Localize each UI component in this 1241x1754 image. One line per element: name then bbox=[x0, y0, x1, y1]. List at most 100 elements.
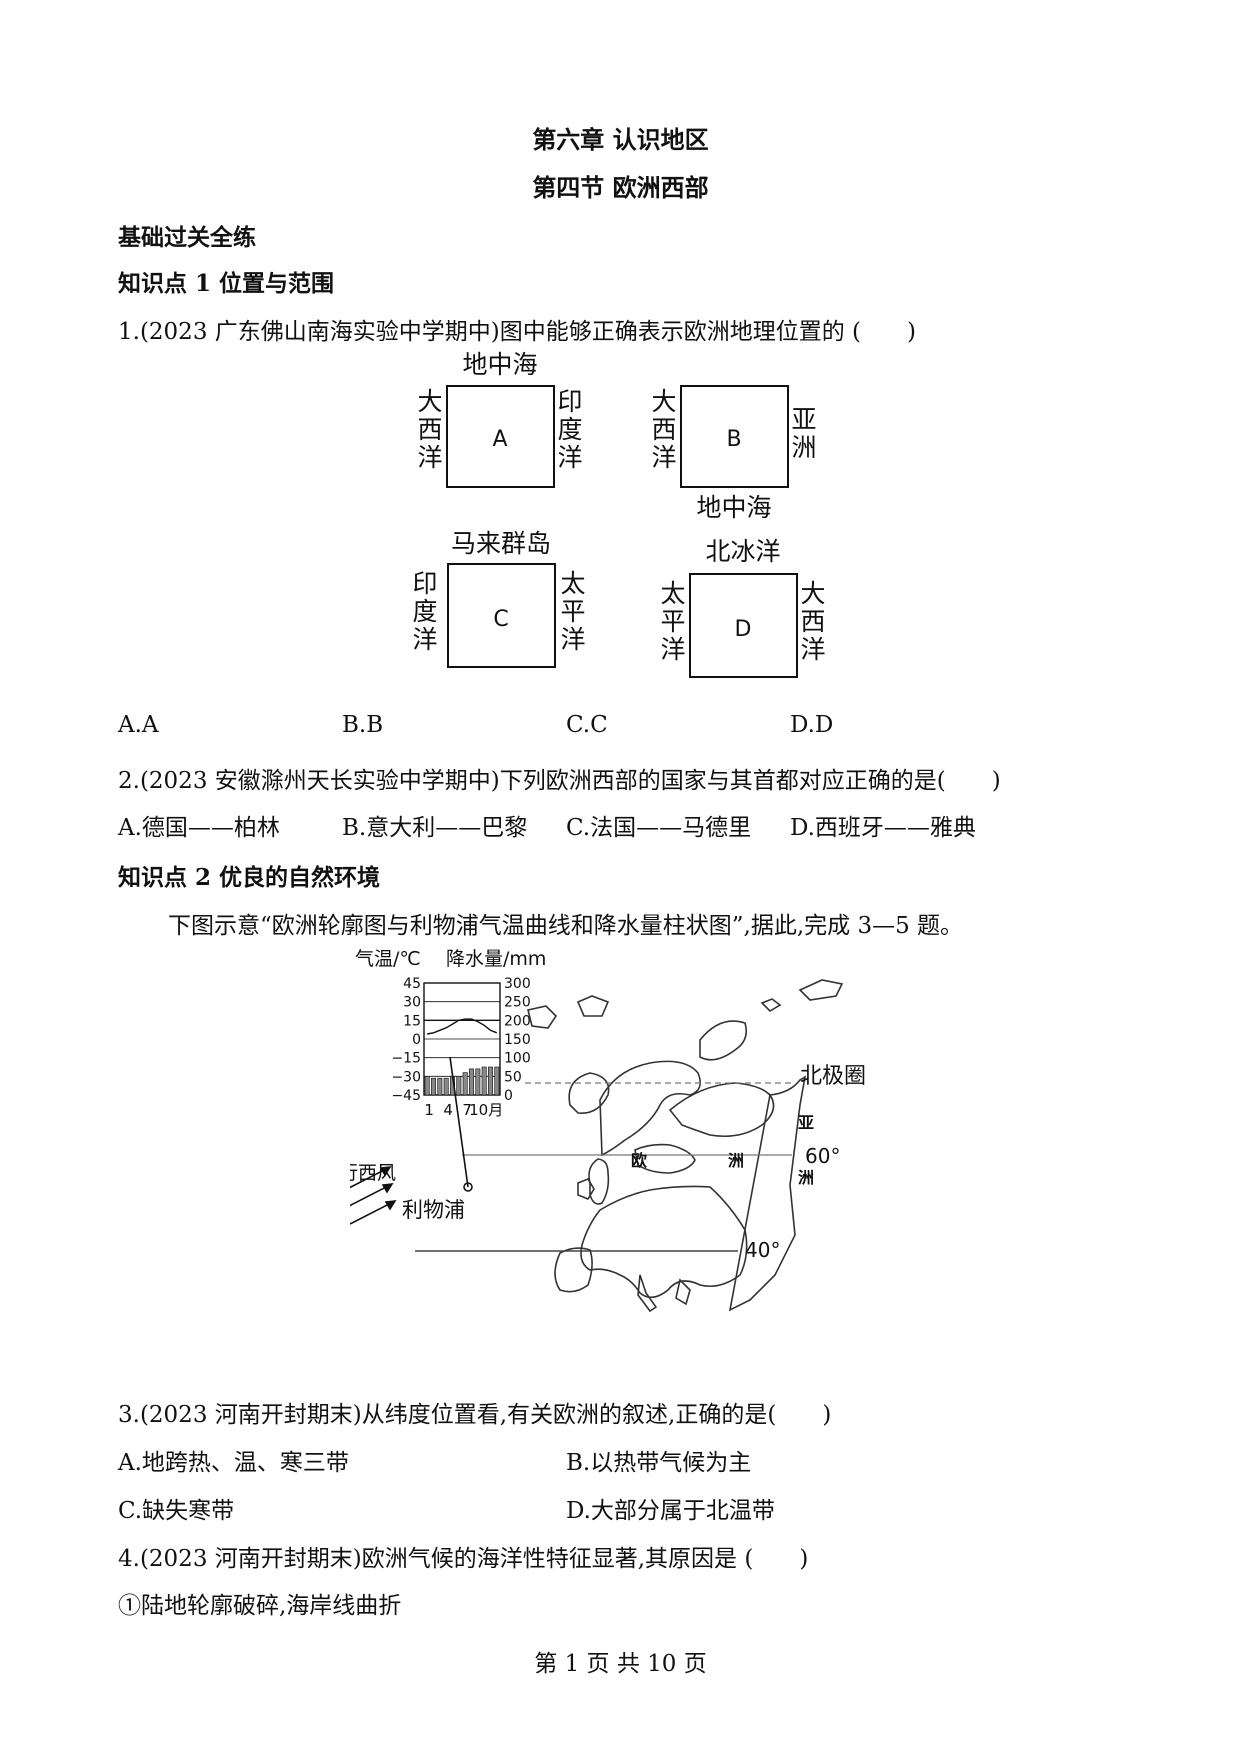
q1-option-a[interactable]: A.A bbox=[118, 712, 159, 738]
precip-tick-label: 200 bbox=[504, 1013, 531, 1029]
arctic-circle-label: 北极圈 bbox=[800, 1064, 866, 1089]
q4-item-1: ①陆地轮廓破碎,海岸线曲折 bbox=[118, 1593, 402, 1619]
europe-label-1: 欧 bbox=[631, 1151, 647, 1170]
box-a-letter: A bbox=[492, 427, 507, 452]
box-d-letter: D bbox=[735, 617, 752, 642]
q3-option-a[interactable]: A.地跨热、温、寒三带 bbox=[118, 1450, 349, 1476]
box-a bbox=[446, 385, 555, 488]
question-1-close: ) bbox=[907, 319, 917, 345]
section-heading: 基础过关全练 bbox=[118, 224, 256, 251]
question-4-close: ) bbox=[799, 1546, 809, 1572]
question-3-stem: 3.(2023 河南开封期末)从纬度位置看,有关欧洲的叙述,正确的是() bbox=[118, 1395, 831, 1429]
precip-bar bbox=[437, 1077, 443, 1096]
precip-bar bbox=[488, 1066, 493, 1096]
box-b-left: 大西洋 bbox=[651, 387, 676, 472]
box-a-top: 地中海 bbox=[462, 350, 537, 379]
knowledge-point-2: 知识点 2 优良的自然环境 bbox=[118, 864, 381, 891]
box-b bbox=[680, 385, 789, 488]
westerlies-arrows bbox=[350, 1166, 397, 1225]
europe-outline bbox=[527, 979, 844, 1313]
precip-bar bbox=[456, 1076, 462, 1096]
novaya-islands bbox=[798, 979, 844, 1001]
iceland bbox=[568, 1072, 610, 1114]
temp-tick-label: −15 bbox=[391, 1051, 421, 1067]
month-tick-label: 4 bbox=[443, 1101, 453, 1119]
precip-bar bbox=[443, 1077, 449, 1096]
lat-60-label: 60° bbox=[805, 1144, 840, 1168]
greece bbox=[675, 1278, 691, 1306]
question-4-text: 4.(2023 河南开封期末)欧洲气候的海洋性特征显著,其原因是 ( bbox=[118, 1546, 754, 1572]
lat-40-label: 40° bbox=[745, 1238, 780, 1262]
precip-tick-label: 50 bbox=[504, 1069, 522, 1085]
precip-tick-label: 300 bbox=[504, 976, 531, 992]
temp-tick-label: 30 bbox=[403, 995, 421, 1011]
novaya-zemlya bbox=[699, 1020, 748, 1061]
q1-option-b[interactable]: B.B bbox=[342, 712, 384, 738]
precip-tick-label: 100 bbox=[504, 1051, 531, 1067]
box-c-top: 马来群岛 bbox=[451, 529, 551, 558]
question-3-close: ) bbox=[822, 1402, 832, 1428]
box-a-left: 大西洋 bbox=[417, 387, 442, 472]
precip-axis-label: 降水量/mm bbox=[446, 948, 546, 970]
island bbox=[760, 998, 782, 1013]
scandinavia bbox=[599, 1060, 701, 1157]
box-d-right: 大西洋 bbox=[800, 579, 825, 664]
mainland bbox=[580, 1185, 748, 1299]
iberia bbox=[554, 1247, 593, 1293]
asia-label-2: 洲 bbox=[798, 1168, 814, 1187]
britain bbox=[588, 1158, 610, 1205]
asia-label-1: 亚 bbox=[798, 1113, 814, 1132]
liverpool-marker bbox=[463, 1182, 473, 1192]
month-tick-label: 10月 bbox=[469, 1101, 503, 1119]
precip-bar bbox=[431, 1077, 436, 1096]
kola bbox=[668, 1082, 775, 1138]
question-2-close: ) bbox=[991, 768, 1001, 794]
precip-tick-label: 0 bbox=[504, 1088, 513, 1104]
box-c bbox=[447, 563, 556, 668]
knowledge-point-1: 知识点 1 位置与范围 bbox=[118, 270, 335, 297]
precip-bar bbox=[481, 1066, 487, 1096]
month-tick-label: 1 bbox=[424, 1101, 434, 1119]
precip-bar bbox=[475, 1068, 481, 1096]
temp-tick-label: −30 bbox=[391, 1069, 421, 1085]
question-2-stem: 2.(2023 安徽滁州天长实验中学期中)下列欧洲西部的国家与其首都对应正确的是… bbox=[118, 761, 1001, 795]
box-c-letter: C bbox=[493, 607, 508, 632]
ireland bbox=[577, 1178, 595, 1200]
precip-bar bbox=[494, 1066, 500, 1096]
q2-option-b[interactable]: B.意大利——巴黎 bbox=[342, 815, 528, 841]
box-d-left: 太平洋 bbox=[660, 579, 685, 664]
temperature-curve bbox=[427, 1018, 498, 1035]
q2-option-c[interactable]: C.法国——马德里 bbox=[566, 815, 752, 841]
ural-east bbox=[728, 1075, 807, 1312]
q3-option-d[interactable]: D.大部分属于北温带 bbox=[566, 1498, 775, 1524]
temp-tick-label: −45 bbox=[391, 1088, 421, 1104]
section-title: 第四节 欧洲西部 bbox=[532, 173, 709, 202]
precip-bar bbox=[424, 1076, 430, 1096]
q1-option-d[interactable]: D.D bbox=[790, 712, 834, 738]
month-tick-label: 7 bbox=[462, 1101, 472, 1119]
island bbox=[527, 1005, 558, 1029]
q2-option-a[interactable]: A.德国——柏林 bbox=[118, 815, 280, 841]
box-b-right: 亚洲 bbox=[791, 405, 816, 462]
box-d bbox=[689, 573, 798, 678]
box-a-right: 印度洋 bbox=[557, 387, 582, 472]
q2-option-d[interactable]: D.西班牙——雅典 bbox=[790, 815, 976, 841]
precip-bar bbox=[462, 1072, 468, 1096]
position-diagram: A 地中海 大西洋 印度洋 B 地中海 大西洋 亚洲 C 马来群岛 印度洋 太平… bbox=[412, 350, 826, 678]
q3-option-c[interactable]: C.缺失寒带 bbox=[118, 1498, 235, 1524]
temp-tick-label: 0 bbox=[412, 1032, 421, 1048]
q1-option-c[interactable]: C.C bbox=[566, 712, 608, 738]
westerlies-label: 盛行西风 bbox=[350, 1162, 396, 1184]
box-b-bottom: 地中海 bbox=[696, 493, 771, 522]
question-1-stem: 1.(2023 广东佛山南海实验中学期中)图中能够正确表示欧洲地理位置的 () bbox=[118, 312, 916, 346]
precip-tick-label: 250 bbox=[504, 995, 531, 1011]
pointer-line bbox=[449, 1056, 469, 1188]
box-c-right: 太平洋 bbox=[560, 569, 585, 654]
baltic bbox=[634, 1143, 696, 1174]
q3-option-b[interactable]: B.以热带气候为主 bbox=[566, 1450, 752, 1476]
question-2-text: 2.(2023 安徽滁州天长实验中学期中)下列欧洲西部的国家与其首都对应正确的是… bbox=[118, 768, 946, 794]
liverpool-label: 利物浦 bbox=[402, 1198, 465, 1222]
question-3-text: 3.(2023 河南开封期末)从纬度位置看,有关欧洲的叙述,正确的是( bbox=[118, 1402, 777, 1428]
box-b-letter: B bbox=[726, 427, 741, 452]
